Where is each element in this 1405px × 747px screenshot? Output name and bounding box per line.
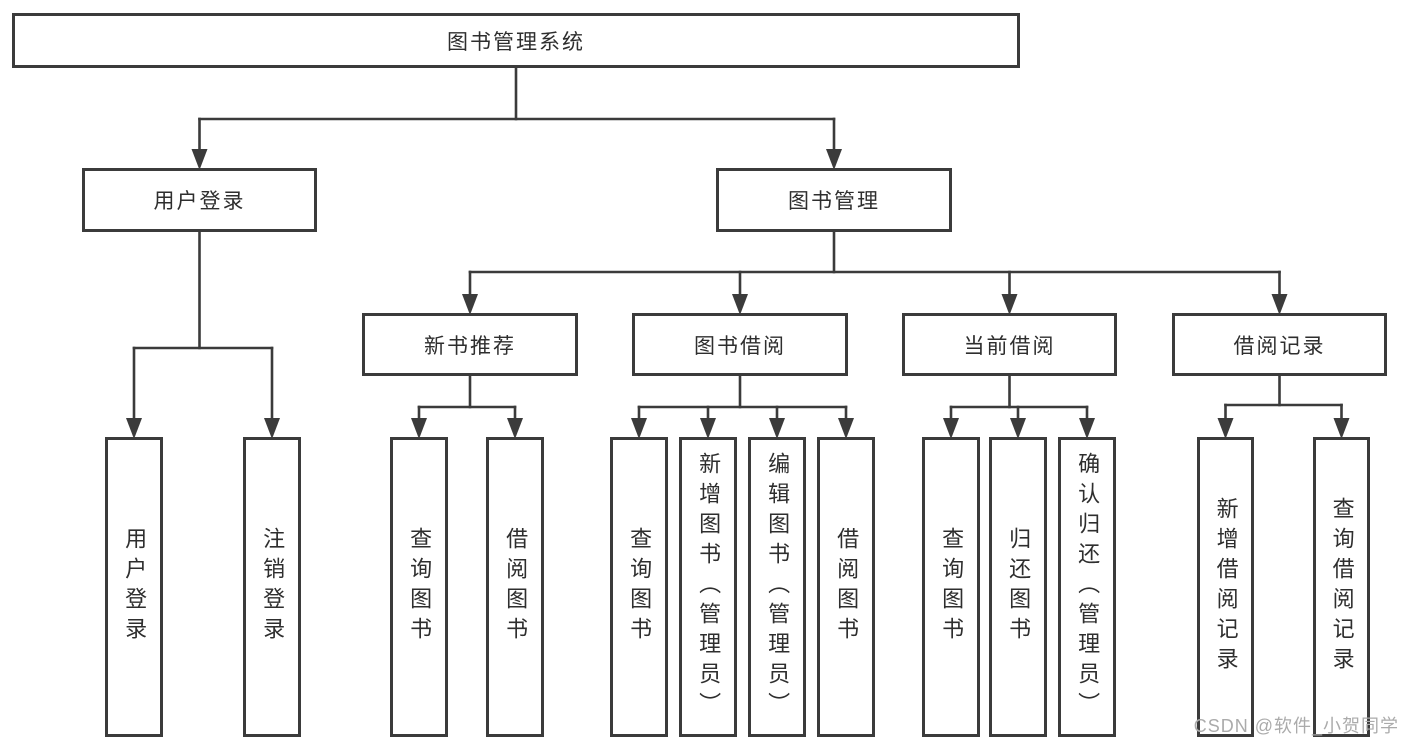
arrowhead-user-login [191, 149, 208, 170]
arrowhead-leaf-nbr-borrow [507, 418, 523, 439]
arrowhead-leaf-cb-query [943, 418, 959, 439]
node-book-borrow: 图书借阅 [632, 313, 848, 376]
node-leaf-nbr-borrow: 借阅图书 [486, 437, 544, 737]
arrowhead-leaf-cb-return [1010, 418, 1026, 439]
node-current-borrow: 当前借阅 [902, 313, 1117, 376]
connector-book-mgmt [462, 228, 1288, 315]
arrowhead-leaf-cb-confirm [1079, 418, 1095, 439]
connector-new-book-rec [411, 372, 523, 439]
node-leaf-br-query: 查询借阅记录 [1313, 437, 1370, 737]
arrowhead-current-borrow [1001, 294, 1018, 315]
arrowhead-borrow-records [1271, 294, 1288, 315]
node-leaf-br-add: 新增借阅记录 [1197, 437, 1254, 737]
arrowhead-book-mgmt [826, 149, 842, 170]
connector-current-borrow [943, 372, 1095, 439]
node-leaf-cb-confirm: 确认归还（管理员） [1058, 437, 1116, 737]
csdn-watermark: CSDN @软件_小贺同学 [1193, 716, 1399, 736]
arrowhead-leaf-nbr-query [411, 418, 427, 439]
node-new-book-rec: 新书推荐 [362, 313, 578, 376]
connector-borrow-records [1217, 372, 1350, 439]
node-leaf-bb-query: 查询图书 [610, 437, 668, 737]
arrowhead-leaf-br-add [1217, 418, 1234, 439]
node-leaf-logout: 注销登录 [243, 437, 301, 737]
arrowhead-new-book-rec [462, 294, 478, 315]
node-root: 图书管理系统 [12, 13, 1020, 68]
connector-root [191, 64, 842, 170]
arrowhead-leaf-user-login [126, 418, 142, 439]
node-leaf-user-login: 用户登录 [105, 437, 163, 737]
arrowhead-leaf-bb-borrow [838, 418, 854, 439]
node-book-mgmt: 图书管理 [716, 168, 952, 232]
connector-user-login [126, 228, 280, 439]
node-leaf-nbr-query: 查询图书 [390, 437, 448, 737]
arrowhead-leaf-br-query [1333, 418, 1350, 439]
arrowhead-leaf-bb-add [700, 418, 716, 439]
connector-book-borrow [631, 372, 854, 439]
node-leaf-cb-query: 查询图书 [922, 437, 980, 737]
node-user-login: 用户登录 [82, 168, 317, 232]
arrowhead-leaf-logout [264, 418, 280, 439]
node-leaf-bb-add: 新增图书（管理员） [679, 437, 737, 737]
node-leaf-bb-borrow: 借阅图书 [817, 437, 875, 737]
arrowhead-book-borrow [732, 294, 748, 315]
node-leaf-cb-return: 归还图书 [989, 437, 1047, 737]
arrowhead-leaf-bb-edit [769, 418, 785, 439]
arrowhead-leaf-bb-query [631, 418, 647, 439]
node-borrow-records: 借阅记录 [1172, 313, 1387, 376]
node-leaf-bb-edit: 编辑图书（管理员） [748, 437, 806, 737]
